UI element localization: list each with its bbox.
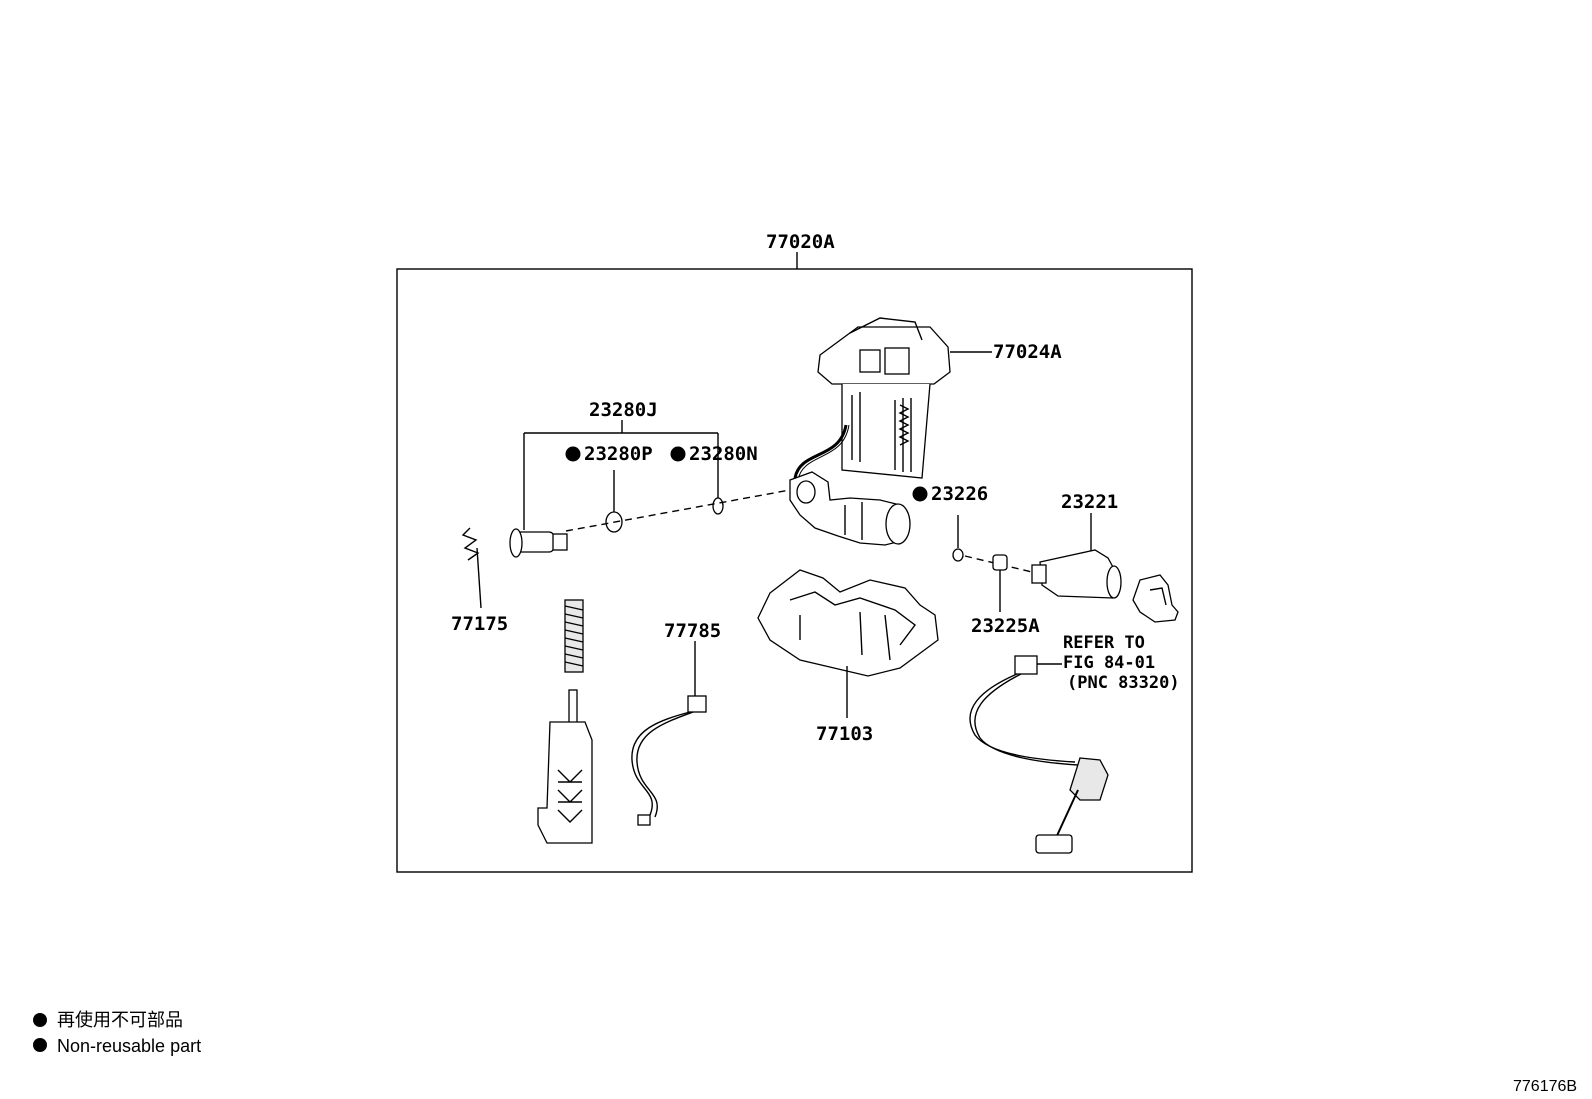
fuel-pump-module-drawing [793,317,951,481]
legend-marker-2 [33,1038,47,1052]
refer-note-line-1[interactable]: REFER TO [1063,633,1145,653]
label-23226[interactable]: 23226 [931,483,988,505]
label-77785[interactable]: 77785 [664,620,721,642]
legend-japanese[interactable]: 再使用不可部品 [57,1010,183,1030]
spring-and-holder-drawing [537,599,593,844]
leader-77175 [476,547,482,609]
label-23225A[interactable]: 23225A [971,615,1040,637]
legend-marker-1 [33,1013,47,1027]
label-77020A[interactable]: 77020A [766,231,835,253]
assembly-frame [396,268,1193,873]
o-ring-23226 [952,548,964,562]
non-reusable-marker-23280P [565,446,581,462]
label-77175[interactable]: 77175 [451,613,508,635]
fuel-line-fitting-drawing [509,528,568,558]
non-reusable-marker-23226 [912,486,928,502]
fuel-sender-gauge-drawing [969,655,1109,854]
legend-english[interactable]: Non-reusable part [57,1036,201,1056]
label-23280J[interactable]: 23280J [589,399,658,421]
wire-harness-77785-drawing [631,695,707,826]
refer-note-line-2[interactable]: FIG 84-01 [1063,653,1155,673]
figure-id: 776176B [1513,1078,1577,1095]
assembly-axis-line-left [565,489,791,532]
clip-77175-drawing [461,527,480,561]
refer-note-line-3[interactable]: (PNC 83320) [1067,673,1180,693]
sub-tank-tray-77103-drawing [757,569,939,677]
o-ring-23280N [712,497,724,515]
label-23280N[interactable]: 23280N [689,443,758,465]
label-23280P[interactable]: 23280P [584,443,653,465]
non-reusable-marker-23280N [670,446,686,462]
label-23221[interactable]: 23221 [1061,491,1118,513]
gasket-23225A-drawing [992,554,1008,571]
fuel-pump-drawing [789,471,911,546]
label-77103[interactable]: 77103 [816,723,873,745]
fuel-filter-drawing [1031,549,1179,623]
label-77024A[interactable]: 77024A [993,341,1062,363]
